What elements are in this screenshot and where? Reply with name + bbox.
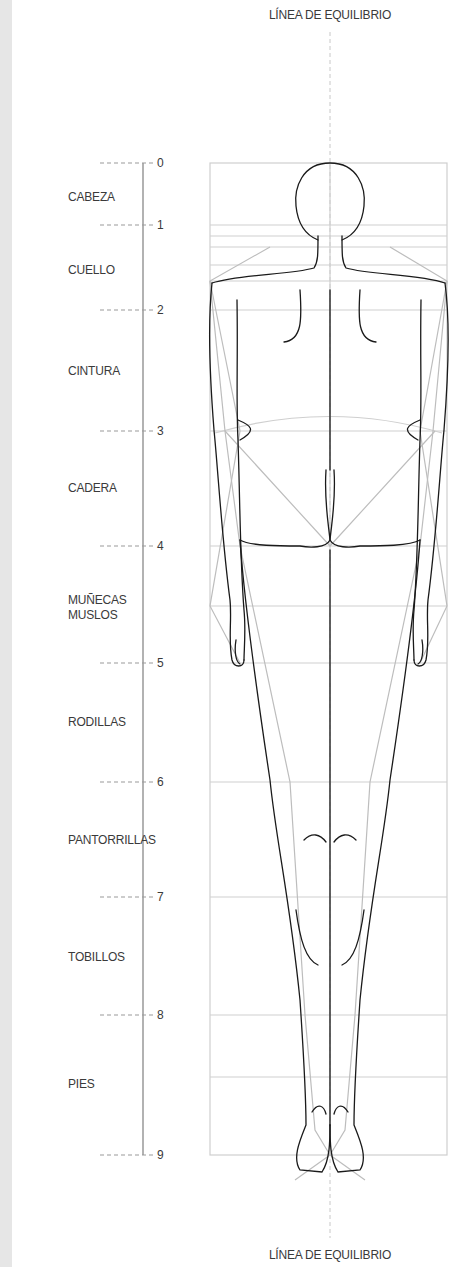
body-part-label: CINTURA [68,364,120,378]
measure-number: 3 [157,424,163,438]
measure-number: 8 [157,1008,163,1022]
measure-number: 2 [157,303,163,317]
balance-line-label: LÍNEA DE EQUILIBRIO [266,1248,394,1262]
measure-number: 0 [157,156,163,170]
body-part-label: CABEZA [68,190,115,204]
side-strip [0,0,12,1267]
figure-outline [210,163,448,1172]
body-part-label: MUSLOS [68,608,117,622]
measure-number: 5 [157,656,163,670]
construction-lines [210,247,447,1180]
proportion-grid [210,163,447,1155]
body-part-label: RODILLAS [68,715,126,729]
measure-number: 9 [157,1148,163,1162]
body-part-label: TOBILLOS [68,950,125,964]
body-part-label: PIES [68,1077,95,1091]
measure-number: 1 [157,218,163,232]
body-part-label: CUELLO [68,263,115,277]
measure-number: 4 [157,539,163,553]
balance-line-label: LÍNEA DE EQUILIBRIO [266,8,394,22]
body-part-label: MUÑECAS [68,593,127,607]
measure-number: 6 [157,775,163,789]
body-part-label: PANTORRILLAS [68,833,156,847]
ruler [100,163,153,1155]
measure-number: 7 [157,890,163,904]
body-part-label: CADERA [68,481,117,495]
balance-line [330,32,331,1238]
